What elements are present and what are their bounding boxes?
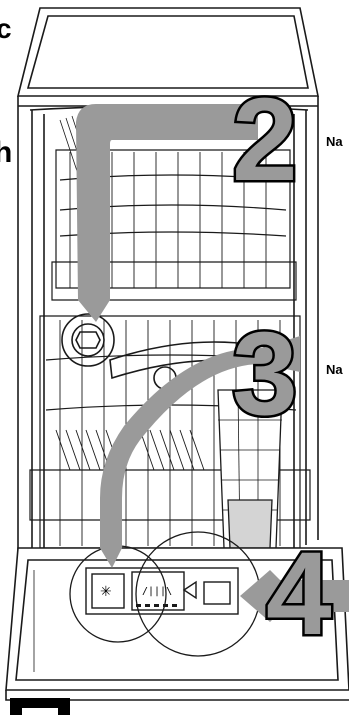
- rinse-aid-symbol: ✳: [100, 584, 112, 600]
- callout-label-3: Na: [326, 362, 343, 377]
- callout-number-2: 2: [232, 74, 298, 206]
- callout-number-3: 3: [232, 308, 298, 440]
- callout-label-2: Na: [326, 134, 343, 149]
- bottom-edge-mark: [10, 698, 70, 715]
- callout-arrow-2: [76, 104, 258, 322]
- left-edge-mark-top: c: [0, 13, 12, 44]
- detergent-symbol: /|||\: [142, 586, 172, 597]
- callout-number-4: 4: [266, 528, 332, 660]
- left-edge-mark-middle: h: [0, 136, 12, 169]
